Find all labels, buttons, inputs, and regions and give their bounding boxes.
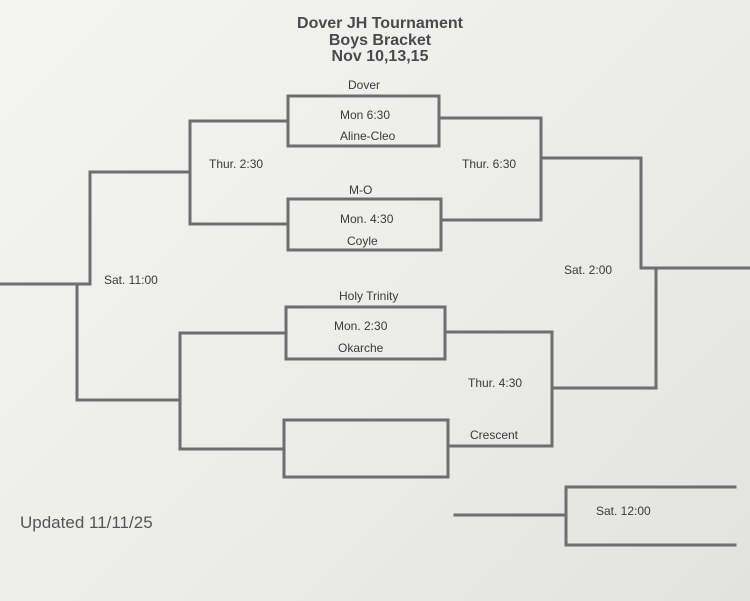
- team-aline-cleo: Aline-Cleo: [340, 129, 396, 143]
- team-m-o: M-O: [349, 183, 373, 197]
- title-line-2: Boys Bracket: [328, 32, 432, 49]
- team-dover: Dover: [348, 78, 381, 92]
- game-sat-200: Sat. 2:00: [564, 263, 613, 277]
- bracket-sat-1100: [0, 170, 192, 286]
- game-mon-630: Mon 6:30: [340, 108, 391, 122]
- bracket-sat-1100-lower: [75, 282, 182, 402]
- game-thur-430: Thur. 4:30: [468, 376, 523, 390]
- bracket-lower-left: [178, 331, 288, 451]
- bracket-sat-200-lower: [550, 266, 658, 390]
- bracket-sat-200: [539, 156, 750, 270]
- game-sat-1200: Sat. 12:00: [596, 504, 651, 518]
- team-coyle: Coyle: [347, 234, 378, 248]
- bracket-thur-230: [188, 119, 290, 226]
- game-mon-230: Mon. 2:30: [334, 319, 388, 333]
- game-thur-230: Thur. 2:30: [209, 157, 264, 171]
- team-holy-trinity: Holy Trinity: [339, 289, 399, 303]
- team-crescent: Crescent: [470, 428, 519, 442]
- game-box-empty: [282, 418, 450, 479]
- updated-note: Updated 11/11/25: [20, 513, 153, 532]
- game-mon-430: Mon. 4:30: [340, 212, 394, 226]
- title-line-3: Nov 10,13,15: [331, 48, 429, 65]
- team-okarche: Okarche: [338, 341, 384, 355]
- game-sat-1100: Sat. 11:00: [104, 273, 158, 287]
- game-thur-630: Thur. 6:30: [462, 157, 517, 171]
- bracket-thur-630: [437, 116, 543, 222]
- title-line-1: Dover JH Tournament: [297, 15, 463, 32]
- bracket-sat-1200: [564, 485, 737, 547]
